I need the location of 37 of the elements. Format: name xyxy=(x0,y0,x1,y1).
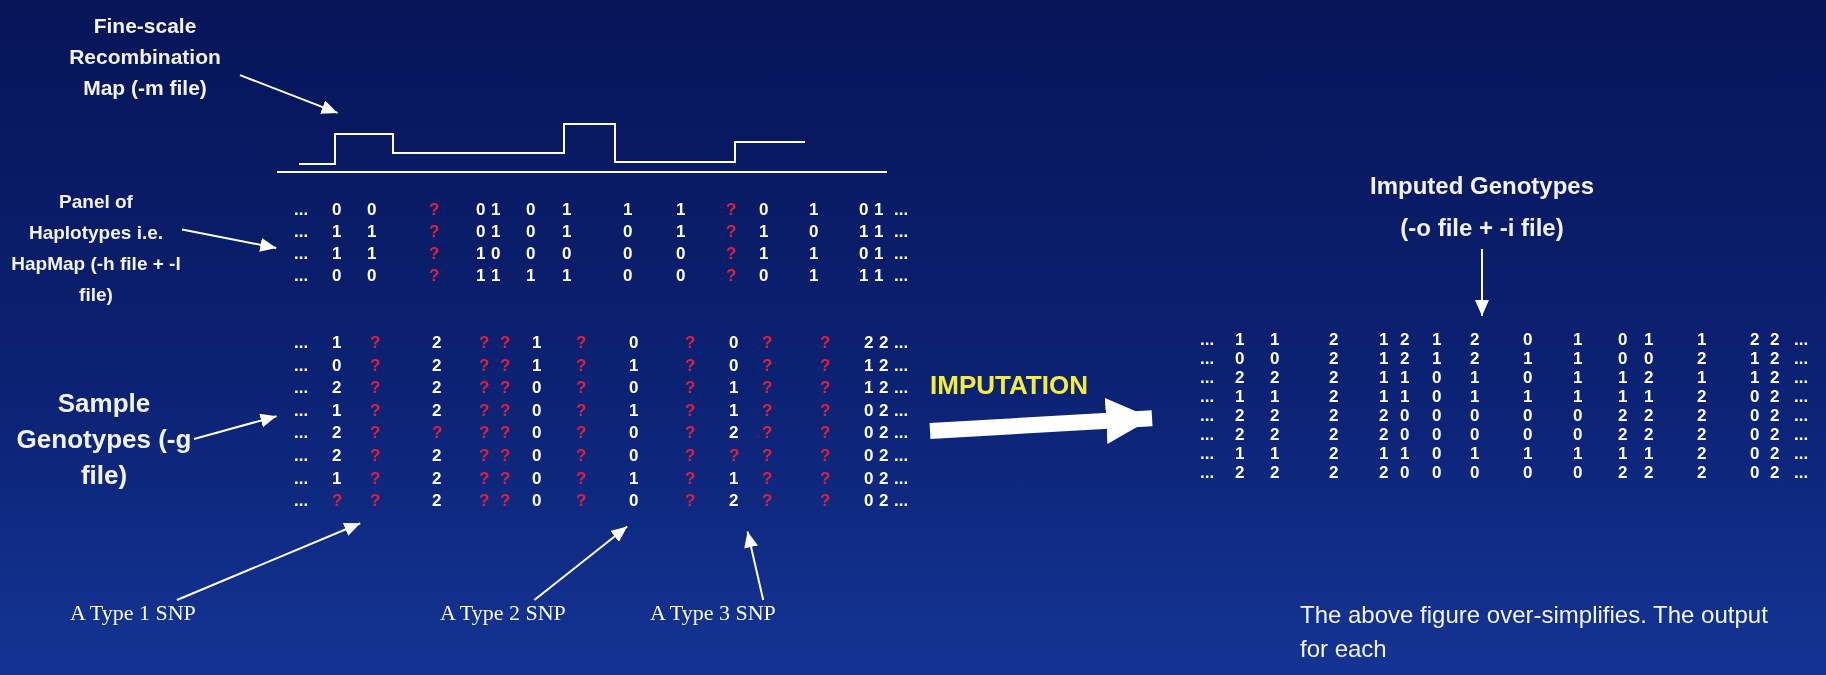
genotype-row-text: ... 0 0 ? 0 1 0 1 1 1 ? 0 1 0 1 ... xyxy=(293,200,910,220)
arrow xyxy=(744,530,765,601)
genotype-row-text: ... 1 1 2 1 2 1 2 0 1 0 1 1 2 2 ... xyxy=(1199,330,1810,350)
map-caption: Fine-scale Recombination Map (-m file) xyxy=(50,10,240,103)
genotype-row-text: ... 1 1 2 1 1 0 1 1 1 1 1 2 0 2 ... xyxy=(1199,387,1810,407)
genotype-row-text: ... 1 ? 2 ? ? 1 ? 0 ? 0 ? ? 2 2 ... xyxy=(293,333,910,353)
genotype-row-text: ... 1 1 ? 0 1 0 1 0 1 ? 1 0 1 1 ... xyxy=(293,222,910,242)
arrow xyxy=(175,522,362,601)
genotype-row-text: ... 1 1 ? 1 0 0 0 0 0 ? 1 1 0 1 ... xyxy=(293,244,910,264)
edge-label: IMPUTATION xyxy=(930,370,1088,401)
genotype-row-text: ... 0 0 2 1 2 1 2 1 1 0 0 2 1 2 ... xyxy=(1199,349,1810,369)
genotype-row-text: ... 0 0 ? 1 1 1 1 0 0 ? 0 1 1 1 ... xyxy=(293,266,910,286)
genotype-row-text: ... 0 ? 2 ? ? 1 ? 1 ? 0 ? ? 1 2 ... xyxy=(293,355,910,376)
genotype-row-text: ... 2 2 2 2 0 0 0 0 0 2 2 2 0 2 ... xyxy=(1199,406,1810,426)
arrow xyxy=(533,525,629,601)
sample-caption: Sample Genotypes (-g file) xyxy=(14,385,194,493)
snp-label: A Type 1 SNP xyxy=(70,600,196,626)
genotype-row-text: ... 2 ? 2 ? ? 0 ? 0 ? ? ? ? 0 2 ... xyxy=(293,446,910,466)
snp-label: A Type 3 SNP xyxy=(650,600,776,626)
arrow xyxy=(193,413,278,440)
genotype-row-text: ... ? ? 2 ? ? 0 ? 0 ? 2 ? ? 0 2 ... xyxy=(293,491,910,512)
genotype-row-text: ... 1 ? 2 ? ? 0 ? 1 ? 1 ? ? 0 2 ... xyxy=(293,400,910,421)
arrow xyxy=(239,74,339,114)
arrow xyxy=(181,228,278,252)
genotype-row-text: ... 1 ? 2 ? ? 0 ? 1 ? 1 ? ? 0 2 ... xyxy=(293,468,910,489)
genotype-row-text: ... 1 1 2 1 1 0 1 1 1 1 1 2 0 2 ... xyxy=(1199,444,1810,464)
genotype-row-text: ... 2 2 2 2 0 0 0 0 0 2 2 2 0 2 ... xyxy=(1199,463,1810,483)
genotype-row-text: ... 2 ? ? ? ? 0 ? 0 ? 2 ? ? 0 2 ... xyxy=(293,423,910,444)
genotype-row-text: ... 2 2 2 1 1 0 1 0 1 1 2 1 1 2 ... xyxy=(1199,368,1810,388)
note-text: The above figure over-simplifies. The output for each xyxy=(1300,600,1769,664)
snp-label: A Type 2 SNP xyxy=(440,600,566,626)
genotype-row-text: ... 2 ? 2 ? ? 0 ? 0 ? 1 ? ? 1 2 ... xyxy=(293,378,910,399)
output-caption: Imputed Genotypes (-o file + -i file) xyxy=(1362,165,1602,249)
block-arrow xyxy=(929,397,1153,444)
genotype-row-text: ... 2 2 2 2 0 0 0 0 0 2 2 2 0 2 ... xyxy=(1199,425,1810,445)
panel-caption: Panel of Haplotypes i.e. HapMap (-h file + -l file) xyxy=(10,186,182,310)
arrow xyxy=(1475,248,1489,317)
